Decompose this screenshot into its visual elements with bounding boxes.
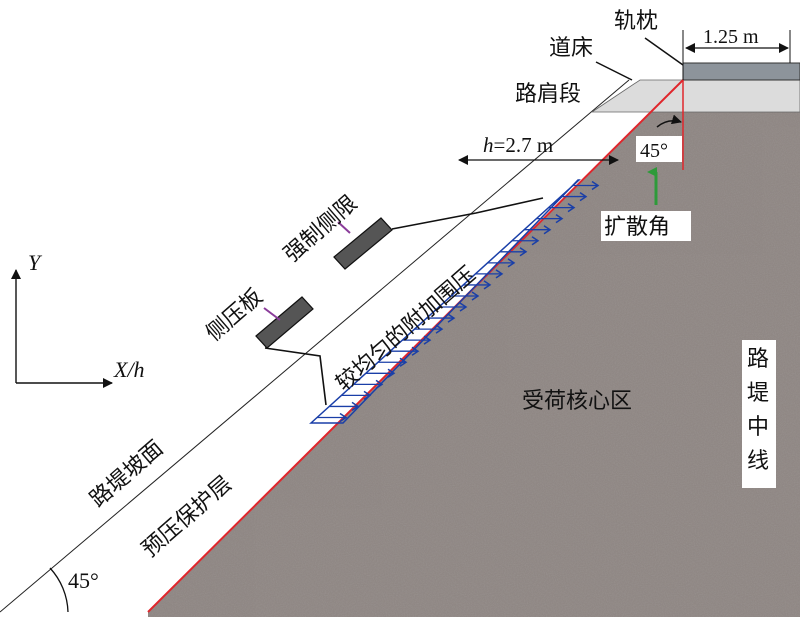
sleeper: [682, 62, 800, 81]
diffusion-angle-label: 扩散角: [604, 215, 670, 240]
pressure-band-outline: [309, 179, 581, 424]
side-plate-upper: [333, 217, 393, 270]
loaded-core-zone: [148, 80, 800, 617]
pressure-arrowhead: [459, 302, 468, 312]
shoulder-label: 路肩段: [515, 82, 581, 107]
ballast-label: 道床: [549, 36, 593, 61]
sleeper-label: 轨枕: [614, 9, 658, 34]
pressure-arrowhead: [495, 269, 504, 279]
core-boundary-line: [147, 79, 684, 613]
bottom-angle-label: 45°: [68, 568, 99, 593]
pressure-arrowhead: [399, 357, 408, 367]
svg-text:线: 线: [747, 449, 769, 474]
pressure-arrowhead: [411, 346, 420, 356]
pressure-arrowhead: [447, 313, 456, 323]
top-angle-arc: [656, 114, 682, 128]
side-plate-lower: [255, 296, 314, 349]
svg-text:中: 中: [747, 415, 769, 440]
pressure-arrowhead: [375, 379, 384, 389]
ballast-bed: [590, 79, 800, 113]
svg-text:路: 路: [747, 347, 769, 372]
sleeper-leader: [644, 37, 684, 66]
pressure-arrowhead: [363, 390, 372, 401]
sleeper-width-label: 1.25 m: [703, 26, 759, 48]
bottom-angle-arc: [49, 567, 69, 613]
coordinate-axes: [11, 269, 113, 388]
centerline-label: 路 堤 中 线: [747, 347, 769, 474]
pressure-arrowhead: [555, 214, 564, 224]
pressure-arrowhead: [471, 291, 480, 301]
pressure-arrowhead: [423, 335, 432, 345]
protective-layer-band: [0, 80, 683, 612]
pressure-arrowhead: [567, 202, 576, 213]
centerline-label-box: [742, 340, 776, 488]
ballast-leader: [595, 61, 633, 81]
pressure-arrowhead: [387, 368, 396, 378]
embankment-slope-line: [0, 79, 630, 613]
top-angle-label: 45°: [640, 140, 668, 162]
pressure-arrowhead: [507, 258, 516, 268]
core-zone-label: 受荷核心区: [522, 389, 632, 414]
pressure-arrowhead: [519, 247, 528, 257]
pressure-arrowhead: [579, 191, 588, 202]
pressure-arrowhead: [351, 401, 360, 412]
pressure-arrowhead: [483, 280, 492, 290]
pressure-arrowhead: [435, 324, 444, 334]
plate-connector-upper: [391, 197, 544, 230]
pressure-arrowhead: [339, 412, 348, 423]
axis-y-label: Y: [28, 250, 43, 275]
uniform-pressure-arrows: [309, 179, 600, 424]
pressure-arrowhead: [543, 225, 552, 235]
pressure-arrowhead: [591, 180, 600, 191]
pressure-arrowhead: [531, 236, 540, 246]
plate-connector-lower: [264, 347, 327, 406]
axis-x-label: X/h: [113, 357, 145, 382]
h-dimension-label: h=2.7 m: [483, 133, 553, 157]
svg-text:堤: 堤: [747, 381, 769, 406]
